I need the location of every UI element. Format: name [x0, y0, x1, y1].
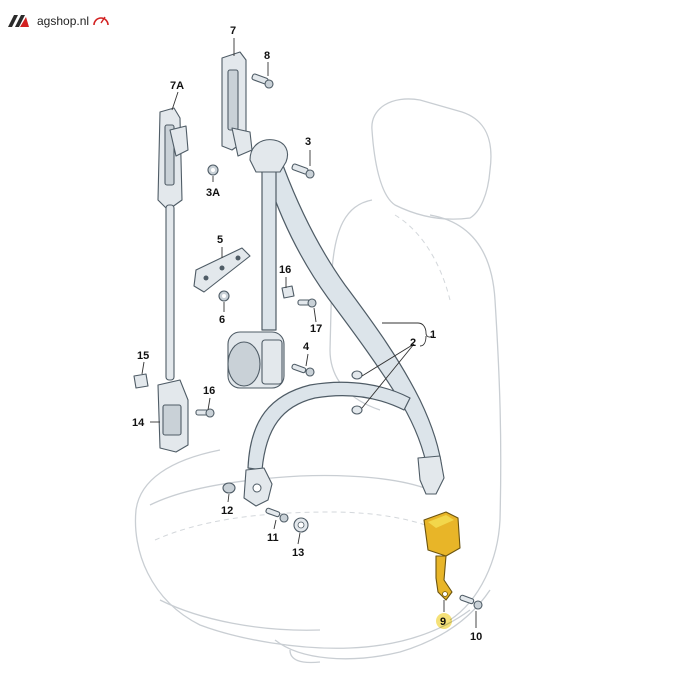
bolt-16-lower — [195, 408, 215, 418]
callout-labels: 1 2 3 3A 4 5 6 7 7A 8 9 10 11 12 13 14 1… — [132, 25, 482, 643]
bolt-11 — [265, 507, 289, 523]
callout-9-highlight — [436, 613, 452, 629]
callout-4: 4 — [303, 341, 310, 353]
bolt-8 — [251, 73, 274, 89]
clip-2-lower — [351, 405, 363, 415]
callout-8: 8 — [264, 50, 270, 62]
nut-3a — [207, 164, 219, 176]
bolt-4 — [291, 363, 315, 377]
lower-mount-14 — [157, 379, 189, 453]
bolt-3 — [291, 163, 315, 179]
callout-15: 15 — [137, 350, 149, 362]
buckle-9-highlighted[interactable] — [423, 511, 461, 601]
callout-7a: 7A — [170, 80, 184, 92]
callout-1: 1 — [430, 329, 436, 341]
callout-5: 5 — [217, 234, 223, 246]
upper-guide-loop — [249, 139, 289, 173]
callout-2: 2 — [410, 337, 416, 349]
washer-13 — [293, 517, 309, 533]
callout-16-upper: 16 — [279, 264, 291, 276]
clip-15 — [133, 373, 149, 389]
callout-14: 14 — [132, 417, 145, 429]
clip-16-upper — [281, 285, 295, 299]
callout-13: 13 — [292, 547, 304, 559]
vagshop-logo-icon — [8, 15, 29, 27]
fasteners — [133, 73, 483, 610]
bolt-17 — [297, 298, 317, 308]
callout-7: 7 — [230, 25, 236, 37]
callout-12: 12 — [221, 505, 233, 517]
height-adjuster-7 — [221, 51, 253, 157]
callout-16-lower: 16 — [203, 385, 215, 397]
callout-10: 10 — [470, 631, 482, 643]
belt-retractor — [227, 331, 285, 389]
callout-3: 3 — [305, 136, 311, 148]
seat-outline — [134, 98, 502, 664]
callout-17: 17 — [310, 323, 322, 335]
clip-2-upper — [351, 370, 363, 380]
bolt-10 — [459, 594, 483, 610]
nut-6 — [218, 290, 230, 302]
callout-3a: 3A — [206, 187, 220, 199]
nut-12 — [222, 482, 236, 494]
speedometer-icon — [93, 16, 109, 26]
callout-11: 11 — [267, 532, 279, 544]
leader-lines — [141, 38, 477, 628]
callout-6: 6 — [219, 314, 225, 326]
belt-tongue — [417, 455, 445, 495]
bracket-5 — [193, 247, 251, 293]
vagshop-logo[interactable]: agshop.nl — [8, 10, 111, 32]
seat-belt-webbing — [247, 149, 443, 473]
logo-text: agshop.nl — [37, 14, 90, 28]
height-adjuster-7a — [157, 107, 189, 381]
